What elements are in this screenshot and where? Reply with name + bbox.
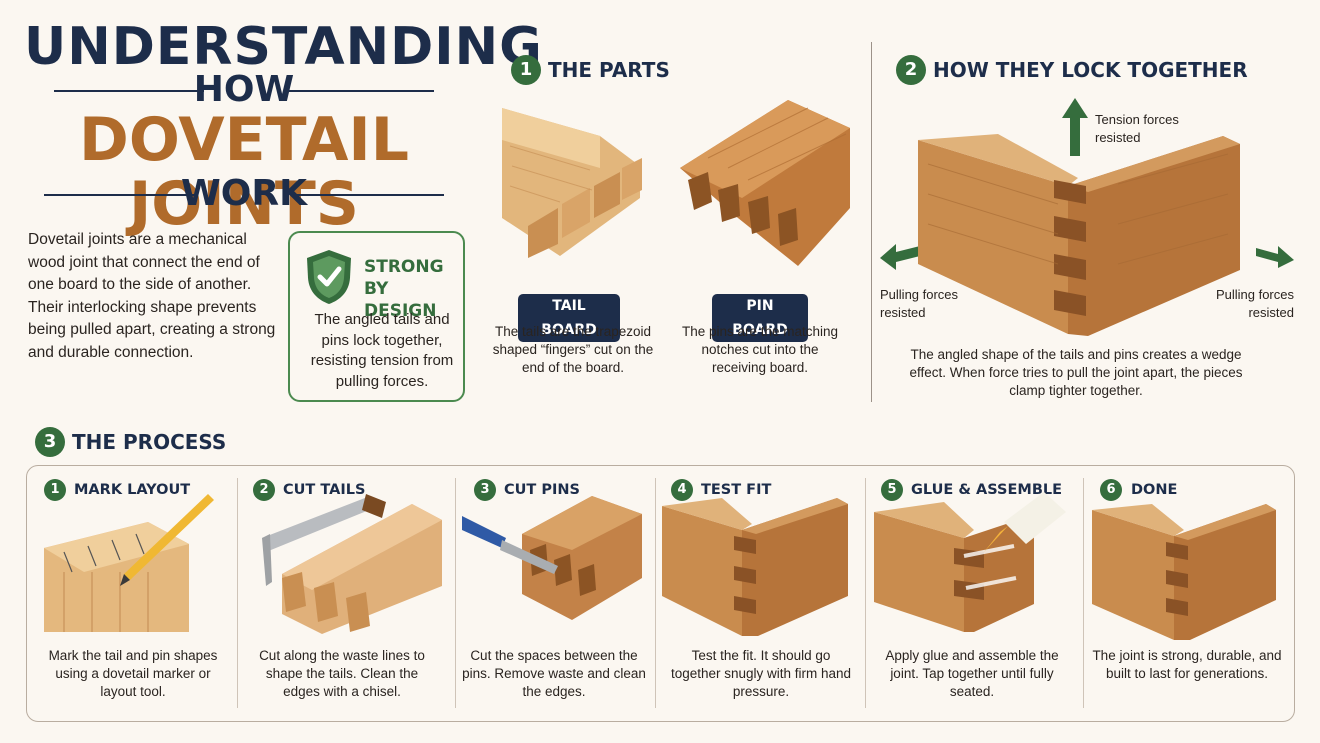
title-rule-right-2	[294, 194, 444, 196]
step-3-title: CUT PINS	[504, 482, 580, 498]
step-6-desc: The joint is strong, durable, and built …	[1092, 648, 1282, 681]
step-1-number: 1	[44, 479, 66, 501]
step-5-title: GLUE & ASSEMBLE	[911, 482, 1063, 498]
title-work-text: WORK	[181, 173, 307, 214]
step-6-title: DONE	[1131, 482, 1178, 498]
pulling-forces-right-label: Pulling forces resisted	[1215, 287, 1294, 320]
tail-board-caption: The tails are the trapezoid shaped “fing…	[492, 324, 654, 375]
process-title: THE PROCESS	[72, 430, 227, 454]
glue-assemble-illustration	[874, 492, 1066, 632]
step-2-number: 2	[253, 479, 275, 501]
title-how-text: HOW	[193, 69, 295, 110]
title-dovetail-joints: DOVETAIL JOINTS	[79, 105, 409, 239]
title-work: WORK	[24, 174, 464, 214]
step-3-number: 3	[474, 479, 496, 501]
pulling-forces-left-label: Pulling forces resisted	[880, 287, 959, 320]
step-separator	[655, 478, 656, 708]
step-separator	[455, 478, 456, 708]
tail-board-tag: TAIL BOARD	[518, 294, 620, 342]
done-joint-illustration	[1092, 504, 1276, 640]
left-arrow-icon	[880, 244, 920, 270]
step-4-title: TEST FIT	[701, 482, 772, 498]
intro-paragraph: Dovetail joints are a mechanical wood jo…	[28, 231, 276, 361]
step-2-title: CUT TAILS	[283, 482, 366, 498]
parts-number-badge: 1	[511, 55, 541, 85]
title-how: HOW	[24, 70, 464, 110]
tension-forces-label: Tension forces resisted	[1095, 112, 1179, 145]
step-4-desc: Test the fit. It should go together snug…	[670, 648, 852, 699]
right-arrow-icon	[1256, 246, 1294, 268]
pin-board-tag: PIN BOARD	[712, 294, 808, 342]
parts-title: THE PARTS	[548, 58, 670, 82]
lock-title: HOW THEY LOCK TOGETHER	[933, 58, 1248, 82]
shield-check-icon	[307, 250, 351, 304]
step-5-number: 5	[881, 479, 903, 501]
step-separator	[1083, 478, 1084, 708]
title-rule-left	[54, 90, 204, 92]
title-rule-left-2	[44, 194, 194, 196]
strong-by-design-title: STRONG BY DESIGN	[364, 257, 444, 321]
tail-board-illustration	[502, 108, 642, 258]
step-separator	[865, 478, 866, 708]
pin-board-caption: The pins are the matching notches cut in…	[681, 324, 839, 375]
title-rule-right	[284, 90, 434, 92]
process-number-badge: 3	[35, 427, 65, 457]
step-1-desc: Mark the tail and pin shapes using a dov…	[48, 648, 218, 699]
strong-by-design-body: The angled tails and pins lock together,…	[310, 311, 454, 390]
pin-board-illustration	[680, 100, 850, 266]
section-divider	[871, 42, 872, 402]
step-4-number: 4	[671, 479, 693, 501]
step-5-desc: Apply glue and assemble the joint. Tap t…	[885, 648, 1059, 699]
cut-tails-illustration	[262, 494, 442, 634]
up-arrow-icon	[1062, 98, 1088, 156]
test-fit-illustration	[662, 498, 848, 636]
assembled-joint-illustration	[918, 134, 1240, 336]
step-separator	[237, 478, 238, 708]
mark-layout-illustration	[44, 494, 214, 632]
cut-pins-illustration	[462, 496, 642, 620]
step-1-title: MARK LAYOUT	[74, 482, 191, 498]
title-understanding: UNDERSTANDING	[24, 17, 543, 77]
lock-caption: The angled shape of the tails and pins c…	[909, 347, 1243, 398]
lock-number-badge: 2	[896, 55, 926, 85]
step-6-number: 6	[1100, 479, 1122, 501]
step-3-desc: Cut the spaces between the pins. Remove …	[462, 648, 646, 699]
step-2-desc: Cut along the waste lines to shape the t…	[259, 648, 425, 699]
